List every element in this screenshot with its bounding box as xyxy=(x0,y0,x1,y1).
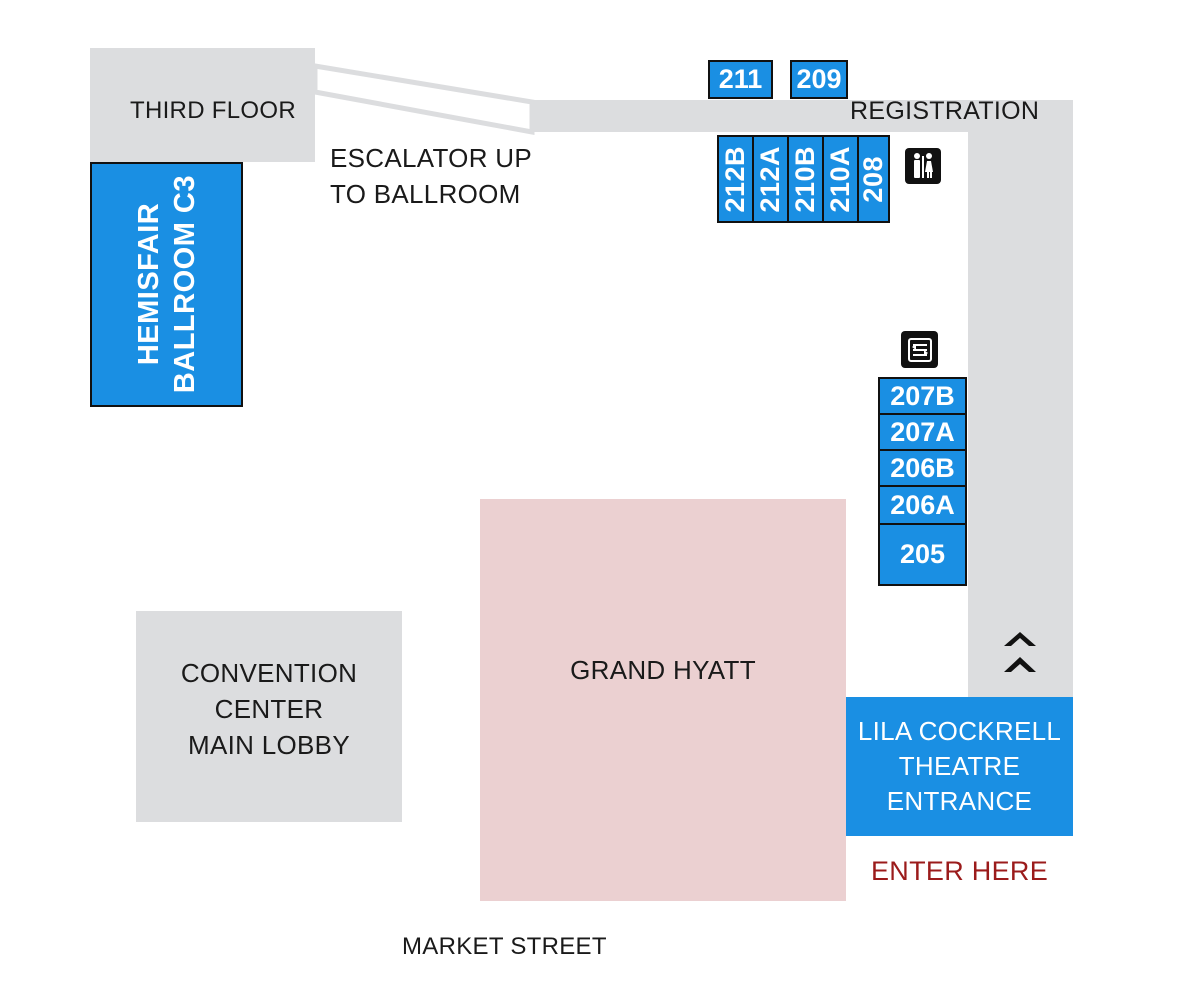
restroom-icon xyxy=(905,148,941,184)
escalator-label-line1: ESCALATOR UP xyxy=(330,143,533,173)
hemisfair-ballroom[interactable]: HEMISFAIR BALLROOM C3 xyxy=(90,162,243,407)
escalator-label-line2: TO BALLROOM xyxy=(330,179,521,209)
theatre-line3: ENTRANCE xyxy=(886,786,1033,816)
grand-hyatt[interactable] xyxy=(480,499,846,901)
room-212b[interactable]: 212B xyxy=(717,135,752,223)
room-211[interactable]: 211 xyxy=(708,60,773,99)
right-corridor xyxy=(968,100,1073,700)
vertical-rooms-row: 212B 212A 210B 210A 208 xyxy=(717,135,890,223)
room-207b[interactable]: 207B xyxy=(878,377,967,415)
ballroom-label-line1: HEMISFAIR xyxy=(132,203,165,366)
escalator-lines xyxy=(312,63,535,136)
market-street-label: MARKET STREET xyxy=(402,933,607,960)
convention-center-line1: CONVENTION xyxy=(180,658,358,688)
ballroom-label-line2: BALLROOM C3 xyxy=(168,175,201,394)
grand-hyatt-label: GRAND HYATT xyxy=(570,655,756,685)
theatre-line1: LILA COCKRELL xyxy=(857,716,1062,746)
up-chevrons-icon xyxy=(1004,632,1036,672)
room-208[interactable]: 208 xyxy=(857,135,890,223)
room-212a[interactable]: 212A xyxy=(752,135,787,223)
lila-cockrell-theatre-entrance[interactable] xyxy=(846,697,1073,836)
convention-center-line2: CENTER xyxy=(214,694,324,724)
room-209[interactable]: 209 xyxy=(790,60,848,99)
room-210b[interactable]: 210B xyxy=(787,135,822,223)
convention-center-label: CONVENTION CENTER MAIN LOBBY xyxy=(136,655,402,763)
room-207a[interactable]: 207A xyxy=(878,413,967,451)
theatre-label: LILA COCKRELL THEATRE ENTRANCE xyxy=(846,714,1073,819)
room-206a[interactable]: 206A xyxy=(878,485,967,525)
room-205[interactable]: 205 xyxy=(878,523,967,586)
registration-label: REGISTRATION xyxy=(850,97,1040,125)
convention-center-main-lobby[interactable] xyxy=(136,611,402,822)
theatre-line2: THEATRE xyxy=(898,751,1021,781)
room-206b[interactable]: 206B xyxy=(878,449,967,487)
escalator-icon xyxy=(901,331,938,368)
enter-here-label: ENTER HERE xyxy=(870,856,1049,886)
third-floor-label: THIRD FLOOR xyxy=(130,97,296,124)
third-floor-area xyxy=(90,48,315,162)
room-210a[interactable]: 210A xyxy=(822,135,857,223)
convention-center-line3: MAIN LOBBY xyxy=(188,730,350,760)
